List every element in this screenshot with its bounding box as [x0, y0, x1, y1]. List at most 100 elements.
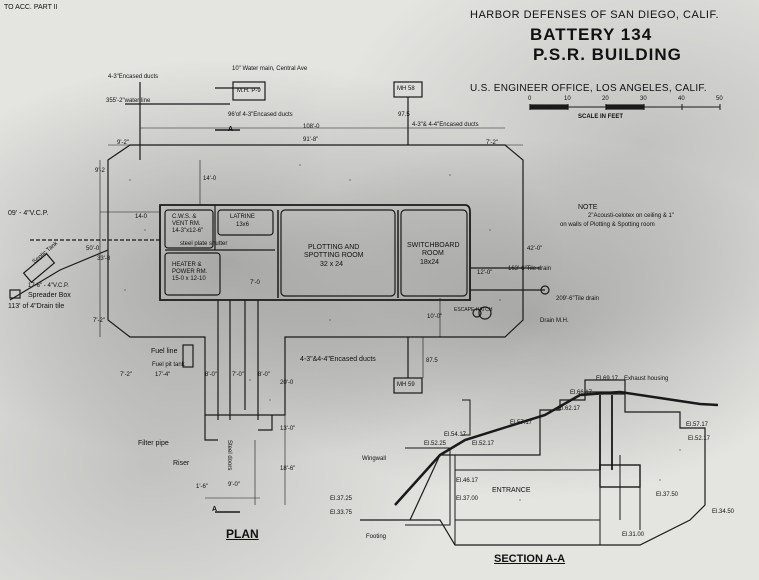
scale-tick-30: 30	[640, 96, 647, 102]
encased-right-label: 4-3"& 4-4"Encased ducts	[412, 122, 479, 128]
spreader-box-label: Spreader Box	[28, 292, 71, 299]
building-title: P.S.R. BUILDING	[533, 45, 682, 64]
dim-91: 91'-8"	[303, 137, 319, 143]
drain-tile-label: 113' of 4"Drain tile	[8, 303, 65, 310]
vcp2-label: 17-6" - 4"V.C.P.	[28, 283, 69, 289]
room-plotting-2: SPOTTING ROOM	[304, 252, 364, 259]
section-marker-bottom: A	[212, 506, 218, 513]
dim-17-4: 17'-4"	[155, 372, 171, 378]
dim-7-2b: 7'-2"	[93, 318, 105, 324]
dim-8-0b: 8'-0"	[258, 372, 270, 378]
switchboard-room	[400, 209, 468, 297]
el-66-17: El.66.17	[570, 390, 593, 396]
plan-building-outline	[159, 204, 471, 301]
exhaust-housing-label: Exhaust housing	[624, 376, 669, 382]
dim-7-2c: 7'-2"	[120, 372, 132, 378]
el-46-17: El.46.17	[456, 478, 479, 484]
room-cws-2: VENT RM.	[172, 221, 201, 227]
dim-87: 87.5	[426, 358, 438, 364]
tile-drain-2-label: 209'-6"Tile drain	[556, 296, 600, 302]
latrine-room	[217, 209, 274, 236]
el-69-17: El.69.17	[596, 376, 619, 382]
water-main-label: 10" Water main, Central Ave	[232, 66, 308, 72]
dim-18-6: 18'-6"	[280, 466, 296, 472]
room-heater-2: POWER RM.	[172, 269, 208, 275]
dim-42: 42'-0"	[527, 246, 543, 252]
mh-p9-box	[232, 81, 266, 101]
scale-tick-50: 50	[716, 96, 723, 102]
encased-bottom-label: 4-3"&4-4"Encased ducts	[300, 356, 376, 363]
section-body	[360, 391, 706, 546]
scale-tick-10: 10	[564, 96, 571, 102]
el-57-17b: El.57.17	[686, 422, 709, 428]
mh59-label: MH 59	[397, 382, 415, 388]
scale-tick-20: 20	[602, 96, 609, 102]
note-title: NOTE	[578, 204, 598, 211]
escape-hatch-label: ESCAPE HATCH	[454, 307, 493, 313]
section-ground-line	[394, 390, 719, 506]
el-37-50: El.37.50	[656, 492, 679, 498]
room-latrine: LATRINE	[230, 214, 255, 220]
dim-108: 108'-0	[303, 124, 320, 130]
plotting-room	[280, 209, 396, 297]
vcp-label: 09' - 4"V.C.P.	[8, 210, 49, 217]
mh-p9-label: M.H. P-9	[237, 88, 261, 94]
encased-top-label: 4-3"Encased ducts	[108, 74, 159, 80]
dim-97: 97.5	[398, 112, 410, 118]
dim-8-0: 8'-0"	[205, 372, 217, 378]
dim-9-2b: 9'-2	[95, 168, 105, 174]
dim-9-2: 9'-2"	[117, 140, 129, 146]
dim-14-0: 14'-0	[203, 176, 217, 182]
room-latrine-dim: 13x6	[236, 222, 250, 228]
el-54-17: El.54.17	[444, 432, 467, 438]
el-37-25: El.37.25	[330, 496, 353, 502]
dim-13: 13'-0"	[280, 426, 296, 432]
note-text-2: on walls of Plotting & Spotting room	[560, 222, 655, 228]
scale-tick-0: 0	[528, 96, 532, 102]
filter-pipe-label: Filter pipe	[138, 440, 169, 447]
el-52-17: El.52.17	[472, 441, 495, 447]
dim-33: 33'-8	[97, 256, 111, 262]
dim-7-2a: 7'-2"	[486, 140, 498, 146]
spreader-box	[9, 289, 21, 299]
exhaust-housing-box	[584, 379, 626, 395]
room-switchboard-2: ROOM	[422, 250, 444, 257]
drain-mh-label: Drain M.H.	[540, 318, 569, 324]
dim-14-0b: 14-0	[135, 214, 148, 220]
scale-label: SCALE IN FEET	[578, 114, 624, 120]
dim-12-0: 12'-0"	[477, 270, 493, 276]
heater-room	[164, 252, 221, 296]
ducts96-label: 96'of 4-3"Encased ducts	[228, 112, 293, 118]
el-31-00: El.31.00	[622, 532, 645, 538]
scale-tick-40: 40	[678, 96, 685, 102]
steel-doors-label: Steel doors	[226, 440, 232, 471]
battery-title: BATTERY 134	[530, 25, 653, 44]
office-line: U.S. ENGINEER OFFICE, LOS ANGELES, CALIF…	[470, 83, 707, 94]
el-33-75: El.33.75	[330, 510, 353, 516]
fuel-pit-tank-label: Fuel pit tank	[152, 362, 185, 368]
entrance-label: ENTRANCE	[492, 487, 531, 494]
room-switchboard: SWITCHBOARD	[407, 242, 460, 249]
el-52-17b: El.52.17	[688, 436, 711, 442]
riser-label: Riser	[173, 460, 190, 467]
el-37-00: El.37.00	[456, 496, 479, 502]
el-62-17: El.62.17	[558, 406, 581, 412]
room-cws: C.W.S. &	[172, 214, 197, 220]
el-57-17: El.57.17	[510, 420, 533, 426]
corner-note: TO ACC. PART II	[4, 4, 58, 11]
footing-label: Footing	[366, 534, 387, 540]
dim-1-6: 1'-6"	[196, 484, 208, 490]
mh58-label: MH 58	[397, 86, 415, 92]
section-title: SECTION A-A	[494, 553, 566, 565]
tile-drain-1-label: 163'-6"Tile drain	[508, 266, 552, 272]
room-heater-3: 15-0 x 12-10	[172, 276, 206, 282]
dim-9-0: 9'-0"	[228, 482, 240, 488]
plan-title: PLAN	[226, 527, 259, 541]
steel-plate-shutter: steel plate shutter	[180, 241, 228, 247]
room-cws-3: 14-3"x12-6"	[172, 228, 204, 234]
el-34-50: El.34.50	[712, 509, 735, 515]
dim-7-0b: 7'-0	[250, 280, 260, 286]
dim-20: 20'-0	[280, 380, 294, 386]
